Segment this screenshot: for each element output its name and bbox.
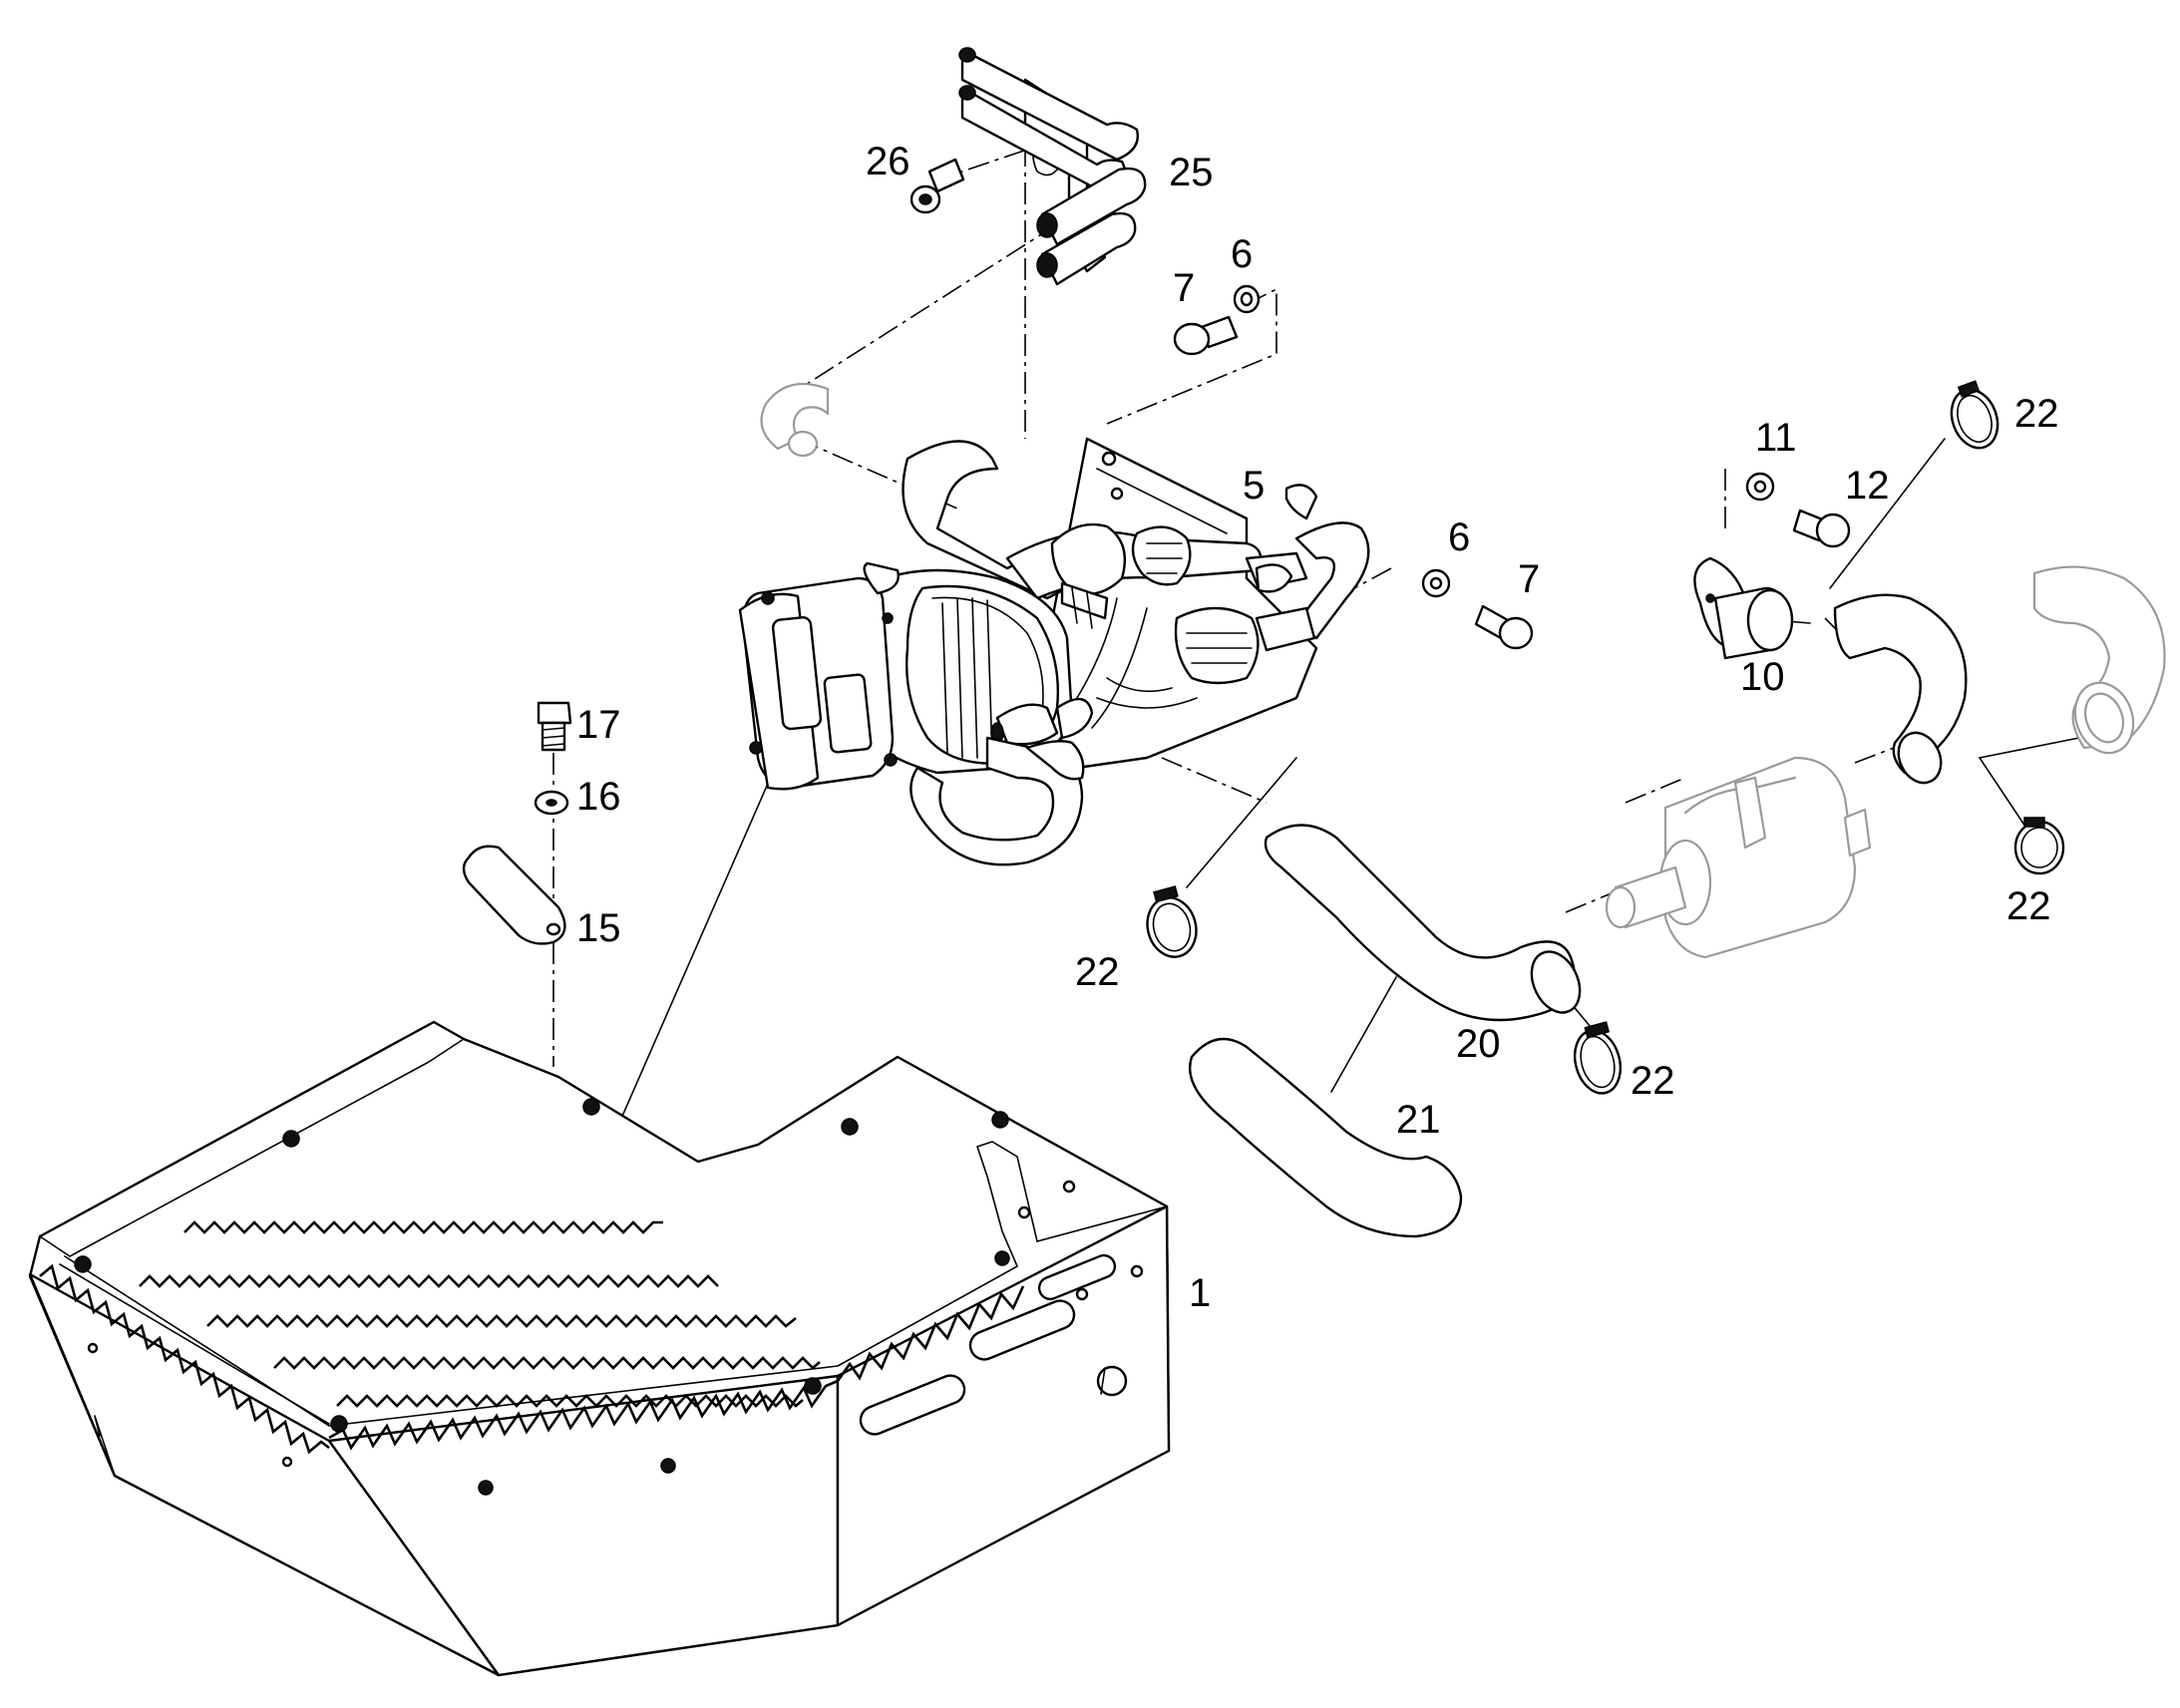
callout-22-right: 22: [2006, 884, 2051, 928]
callout-11: 11: [1755, 416, 1797, 460]
hose-21: [1189, 1037, 1463, 1238]
hose-clamp-22-top: [1950, 380, 1999, 450]
callout-labels: 26 25 7 6 5 6 7 11 12 10 22 22 22 22 17 …: [576, 140, 2059, 1315]
callout-1: 1: [1189, 1271, 1211, 1315]
screw-26: [909, 158, 965, 214]
bolt-17: [537, 701, 572, 752]
callout-26: 26: [866, 140, 910, 183]
exhaust-hose-ghost: [2032, 565, 2166, 755]
base-housing-1: [28, 1020, 1171, 1677]
callout-21: 21: [1396, 1098, 1441, 1142]
pipe-bracket-25: [958, 47, 1147, 286]
exhaust-outlet-10: [1693, 556, 1794, 660]
callout-15: 15: [576, 906, 621, 950]
screw-12: [1792, 509, 1851, 548]
washer-16: [534, 790, 569, 816]
hose-clamp-22-left: [1146, 885, 1198, 958]
bolt-7-upper: [1173, 315, 1239, 356]
silencer-ghost: [1605, 756, 1872, 959]
plate-15: [462, 845, 566, 945]
callout-22-left: 22: [1075, 950, 1120, 994]
elbow-hose-ghost: [760, 382, 830, 458]
washer-6-upper: [1233, 284, 1261, 314]
callout-22-bottom: 22: [1631, 1059, 1675, 1103]
heater-unit-5: [738, 437, 1370, 866]
callout-6-lower: 6: [1448, 515, 1470, 559]
callout-25: 25: [1169, 151, 1214, 194]
callout-16: 16: [576, 775, 621, 819]
washer-6-lower: [1421, 568, 1451, 598]
callout-17: 17: [576, 703, 621, 747]
bolt-7-lower: [1474, 604, 1534, 650]
callout-22-top: 22: [2014, 392, 2059, 436]
hose-20: [1264, 824, 1582, 1022]
exhaust-hose-upper: [1833, 593, 1968, 785]
callout-20: 20: [1456, 1022, 1501, 1066]
callout-5: 5: [1243, 464, 1265, 508]
callout-12: 12: [1845, 464, 1890, 508]
hose-clamp-22-right: [2013, 817, 2065, 875]
callout-6-upper: 6: [1231, 232, 1253, 276]
callout-7-upper: 7: [1173, 266, 1195, 310]
washer-11: [1745, 472, 1775, 502]
hose-clamp-22-bottom: [1573, 1021, 1623, 1095]
callout-10: 10: [1740, 655, 1785, 699]
callout-7-lower: 7: [1518, 557, 1540, 601]
